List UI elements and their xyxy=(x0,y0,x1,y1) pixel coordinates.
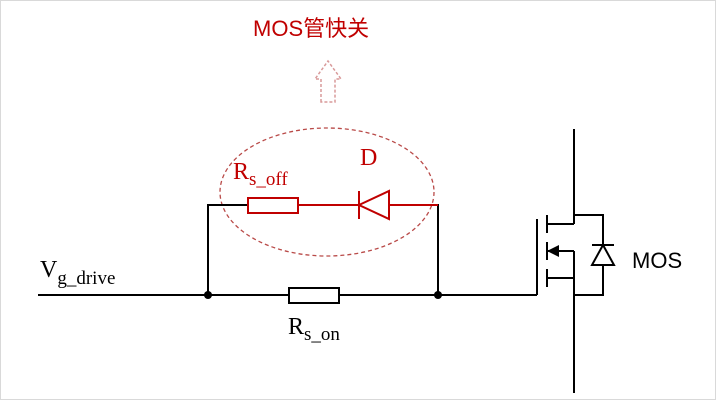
rs-off-label: Rs_off xyxy=(233,159,288,190)
dashed-up-arrow-icon xyxy=(313,59,343,103)
diode-icon xyxy=(356,189,438,221)
rs-on-resistor xyxy=(288,287,340,304)
rs-on-label: Rs_on xyxy=(288,314,340,345)
body-diode-icon xyxy=(590,242,616,266)
title-label: MOS管快关 xyxy=(253,16,369,41)
branch-wire-left xyxy=(207,204,248,295)
highlight-ellipse xyxy=(219,127,435,257)
mos-label: MOS xyxy=(632,248,682,273)
junction-dot-right xyxy=(434,291,442,299)
rs-off-resistor xyxy=(247,197,299,214)
mosfet-arrow-icon xyxy=(547,245,559,257)
branch-wire-right xyxy=(389,204,439,295)
vg-drive-label: Vg_drive xyxy=(40,257,115,289)
junction-dot-left xyxy=(204,291,212,299)
diode-label: D xyxy=(360,145,377,171)
